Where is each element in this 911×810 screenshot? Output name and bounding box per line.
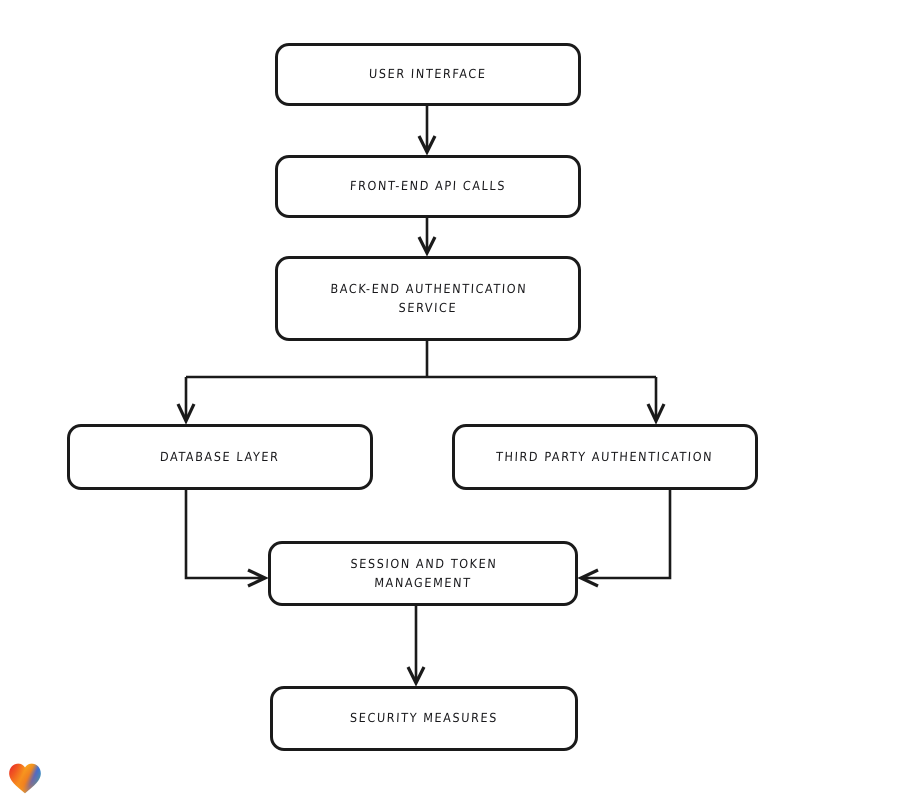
node-third-party-authentication[interactable]: Third Party Authentication xyxy=(452,424,758,490)
edge-third-party-auth-to-session-token xyxy=(577,490,672,588)
edge-fork-to-database-layer xyxy=(176,377,196,425)
edge-frontend-api-to-backend-auth xyxy=(417,218,437,257)
edge-database-layer-to-session-token xyxy=(184,490,269,588)
node-backend-authentication-service[interactable]: Back-end Authentication Service xyxy=(275,256,581,341)
node-frontend-api[interactable]: Front-end API Calls xyxy=(275,155,581,218)
node-session-and-token-management-label: Session and Token Management xyxy=(349,555,498,590)
edge-backend-auth-fork-bus xyxy=(186,341,656,379)
node-frontend-api-label: Front-end API Calls xyxy=(349,178,507,194)
heart-icon xyxy=(9,763,41,794)
node-database-layer-label: Database Layer xyxy=(159,448,281,464)
node-security-measures[interactable]: Security Measures xyxy=(270,686,578,751)
node-backend-authentication-service-label: Back-end Authentication Service xyxy=(329,280,528,315)
edge-session-token-to-security-measures xyxy=(406,606,426,687)
edge-user-interface-to-frontend-api xyxy=(417,106,437,156)
node-session-and-token-management[interactable]: Session and Token Management xyxy=(268,541,578,606)
node-user-interface[interactable]: User Interface xyxy=(275,43,581,106)
node-user-interface-label: User Interface xyxy=(368,66,488,82)
node-database-layer[interactable]: Database Layer xyxy=(67,424,373,490)
node-security-measures-label: Security Measures xyxy=(349,710,499,726)
node-third-party-authentication-label: Third Party Authentication xyxy=(496,448,715,464)
edge-fork-to-third-party-auth xyxy=(646,377,666,425)
